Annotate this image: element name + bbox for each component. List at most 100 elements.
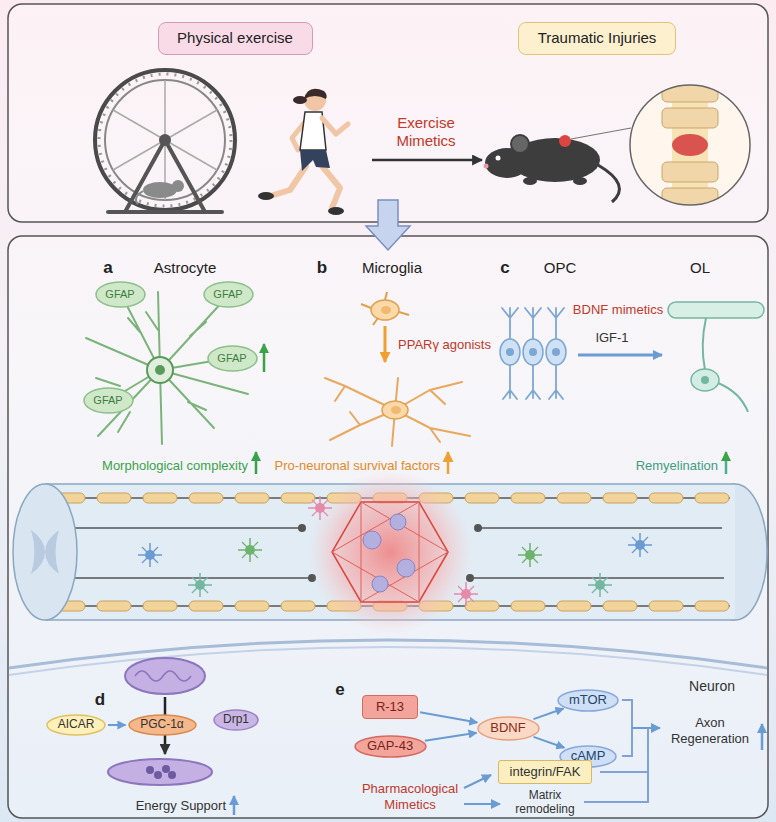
node-text: mTOR xyxy=(569,693,607,708)
injured-mouse xyxy=(484,80,751,210)
pathway-box: integrin/FAK xyxy=(498,760,592,784)
node-text: Traumatic Injuries xyxy=(538,29,657,46)
runner-figure-part xyxy=(322,166,340,208)
signal-arrow xyxy=(534,737,565,748)
signaling-arrows xyxy=(464,700,762,804)
node-text-group: GAP-43 xyxy=(367,739,413,754)
opc-ol-cells xyxy=(500,302,764,474)
ellipse-shape xyxy=(214,710,258,730)
node-text-group: BDNF xyxy=(490,721,525,736)
mitochondria-part xyxy=(168,771,176,779)
signaling-arrows-part xyxy=(464,803,500,805)
spinal-cord-part xyxy=(474,524,482,532)
spinal-cord-part xyxy=(31,530,59,574)
mitochondria-part xyxy=(154,771,162,779)
injured-mouse-part xyxy=(571,128,631,139)
astrocyte-cell-part xyxy=(147,357,173,383)
signaling-arrows-part xyxy=(761,724,764,750)
panel-frame-part xyxy=(366,200,410,250)
microglia-cell-part xyxy=(371,300,399,320)
spinal-cord-part xyxy=(390,514,406,530)
molecule-ellipse: PGC-1α xyxy=(128,714,197,736)
ellipse-shape xyxy=(355,736,426,757)
injured-mouse-part xyxy=(573,177,587,185)
spinal-cord-part xyxy=(363,531,381,549)
opc-ol-cells-part xyxy=(691,369,719,391)
node-text: AICAR xyxy=(58,718,95,732)
panel-frame xyxy=(8,4,768,818)
signal-arrow xyxy=(108,724,126,726)
neuron-membrane xyxy=(9,640,767,675)
injured-mouse-part xyxy=(523,177,537,185)
ellipse-shape xyxy=(96,282,145,307)
spinal-cord xyxy=(13,470,767,634)
mitochondria-part xyxy=(162,765,170,773)
injured-mouse-part-part xyxy=(672,134,708,156)
spinal-cord-part xyxy=(628,533,652,557)
mitochondria-part xyxy=(146,766,154,774)
cell-name: OL xyxy=(690,259,710,277)
effect-label: Energy Support xyxy=(136,798,226,814)
treatment-label: Pharmacological Mimetics xyxy=(350,781,470,812)
ellipse-shape xyxy=(129,715,196,735)
microglia-cell-part xyxy=(384,326,387,362)
node-text-group: Drp1 xyxy=(223,713,249,727)
hamster-wheel-part xyxy=(113,110,217,170)
injured-mouse-part xyxy=(559,135,571,147)
panel-frame-part xyxy=(8,236,768,818)
opc-ol-cells-part xyxy=(523,339,543,365)
runner-figure-part xyxy=(304,89,327,99)
marker-circle: GFAP xyxy=(203,281,254,308)
microglia-cell-part xyxy=(361,292,409,325)
signal-arrow xyxy=(420,712,477,722)
marker-circle: GFAP xyxy=(95,281,146,308)
panel-letter: d xyxy=(95,690,105,710)
microglia-cell xyxy=(325,292,470,474)
opc-ol-cells-part xyxy=(552,348,560,356)
microglia-cell-part xyxy=(382,401,408,419)
panel-letter: c xyxy=(500,258,509,278)
injured-mouse-part-part xyxy=(662,108,718,128)
treatment-label: BDNF mimetics xyxy=(573,302,663,318)
opc-ol-cells-part xyxy=(506,348,514,356)
panel-letter: e xyxy=(335,680,344,700)
injured-mouse-part-part xyxy=(662,162,718,182)
opc-ol-cells-part xyxy=(668,302,764,318)
node-text-group: mTOR xyxy=(569,693,607,708)
ellipse-shape xyxy=(47,715,105,735)
hamster-wheel-part xyxy=(172,180,184,192)
exercise-arrow xyxy=(372,160,482,161)
hamster-wheel-part xyxy=(136,191,143,204)
signaling-arrows-part xyxy=(622,700,632,756)
node-text: GFAP xyxy=(93,394,122,407)
cell-name: Microglia xyxy=(362,259,422,277)
runner-figure-part xyxy=(304,89,326,111)
pathway-ellipse: mTOR xyxy=(557,689,619,712)
astrocyte-cell xyxy=(86,292,264,474)
opc-ol-cells-part xyxy=(701,376,709,384)
node-text-group: Traumatic Injuries xyxy=(538,29,657,46)
microglia-cell-part xyxy=(381,306,391,314)
spinal-cord-part xyxy=(454,582,478,606)
category-box: Physical exercise xyxy=(158,22,313,55)
arrow-label: Exercise Mimetics xyxy=(386,114,466,150)
molecule-ellipse: GAP-43 xyxy=(354,735,427,758)
opc-ol-cells-part xyxy=(502,308,564,399)
astrocyte-cell-part xyxy=(255,452,258,474)
molecule-ellipse: AICAR xyxy=(46,714,106,736)
node-text-group: Physical exercise xyxy=(177,29,293,46)
panel-frame-part xyxy=(8,4,768,222)
spinal-cord-part xyxy=(188,573,212,597)
node-text: BDNF xyxy=(490,721,525,736)
opc-ol-cells-part xyxy=(500,339,520,365)
opc-ol-cells-part xyxy=(725,452,728,474)
molecule-ellipse: Drp1 xyxy=(213,709,259,731)
node-text-group: AICAR xyxy=(58,718,95,732)
node-text: GFAP xyxy=(217,352,246,365)
signal-arrow xyxy=(425,733,477,741)
runner-figure-part xyxy=(322,118,348,134)
factor-label: IGF-1 xyxy=(595,330,628,346)
hamster-wheel-part xyxy=(95,70,235,210)
opc-ol-cells-part xyxy=(529,348,537,356)
